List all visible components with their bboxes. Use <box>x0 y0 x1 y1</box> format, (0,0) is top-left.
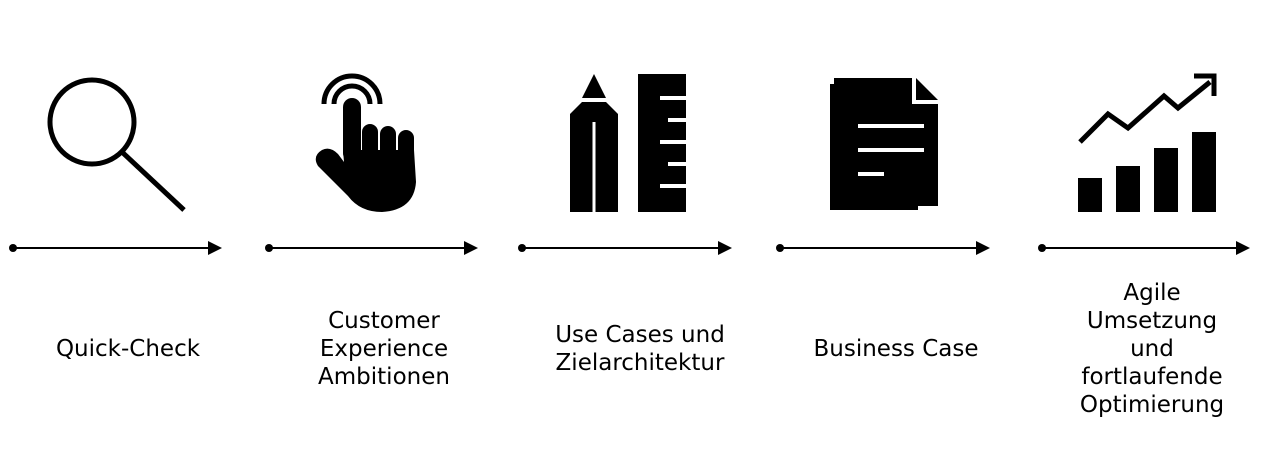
step-quick-check: Quick-Check <box>0 0 256 449</box>
step-label: Quick-Check <box>55 336 201 362</box>
arrow-connector <box>776 241 990 255</box>
arrow-connector <box>9 241 222 255</box>
step-use-cases: Use Cases und Zielarchitektur <box>512 0 768 449</box>
step-label: Agile Umsetzung und fortlaufende Optimie… <box>1079 280 1225 418</box>
tap-hand-icon <box>315 73 416 212</box>
step-customer-experience: Customer Experience Ambitionen <box>256 0 512 449</box>
growth-chart-icon <box>1078 73 1217 212</box>
arrow-connector <box>265 241 478 255</box>
step-label: Customer Experience Ambitionen <box>318 308 450 390</box>
arrow-connector <box>518 241 732 255</box>
step-agile-umsetzung: Agile Umsetzung und fortlaufende Optimie… <box>1024 0 1280 449</box>
step-label: Use Cases und Zielarchitektur <box>555 322 725 376</box>
magnifier-icon <box>47 77 186 212</box>
arrow-connector <box>1038 241 1250 255</box>
step-business-case: Business Case <box>768 0 1024 449</box>
step-label: Business Case <box>813 336 979 362</box>
pencil-ruler-icon <box>570 74 686 212</box>
document-icon <box>830 74 942 210</box>
